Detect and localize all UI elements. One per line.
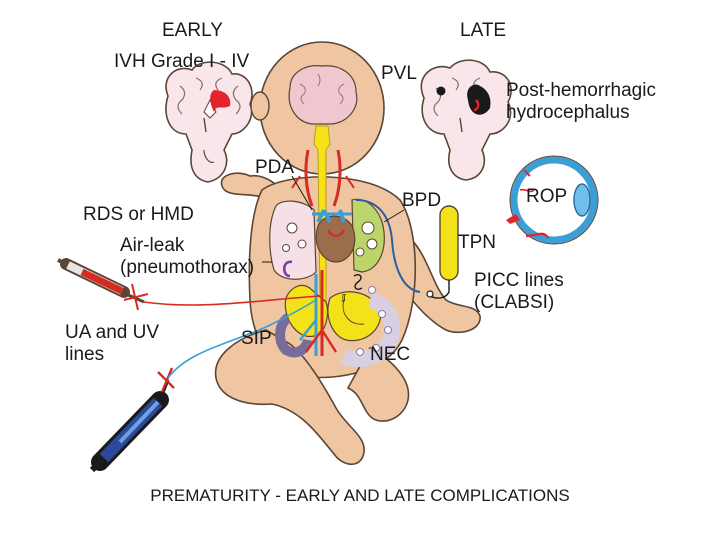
pvl-hydrocephalus-brain-icon: [420, 59, 512, 181]
tpn-label: TPN: [458, 232, 496, 253]
late-label: LATE: [460, 20, 507, 41]
bpd-label: BPD: [402, 190, 442, 211]
ivh-label: IVH Grade I - IV: [114, 51, 250, 72]
hydrocephalus-label: Post-hemorrhagic hydrocephalus: [506, 80, 656, 123]
bpd-pointer: [383, 209, 405, 223]
sip-label: SIP: [241, 328, 272, 349]
ivh-brain-icon: [165, 61, 253, 183]
airleak-label: Air-leak (pneumothorax): [120, 235, 255, 278]
pda-label: PDA: [255, 157, 295, 178]
picc-line: [355, 199, 421, 293]
pda-pointer: [291, 175, 313, 211]
rds-label: RDS or HMD: [83, 204, 194, 225]
nec-label: NEC: [370, 344, 411, 365]
svg-text:ʃʃ: ʃʃ: [341, 293, 347, 302]
ua-uv-label: UA and UV lines: [65, 322, 159, 365]
rop-eye-icon: [506, 155, 599, 245]
picc-label: PICC lines (CLABSI): [474, 270, 564, 313]
lungs-and-heart: [269, 198, 385, 280]
ua-syringe-icon: [57, 258, 321, 311]
figure-caption: PREMATURITY - EARLY AND LATE COMPLICATIO…: [150, 486, 570, 505]
pvl-label: PVL: [381, 63, 417, 84]
early-label: EARLY: [162, 20, 223, 41]
rop-label: ROP: [526, 186, 568, 207]
uv-syringe-icon: [89, 299, 317, 473]
tpn-bag-icon: [426, 205, 459, 299]
